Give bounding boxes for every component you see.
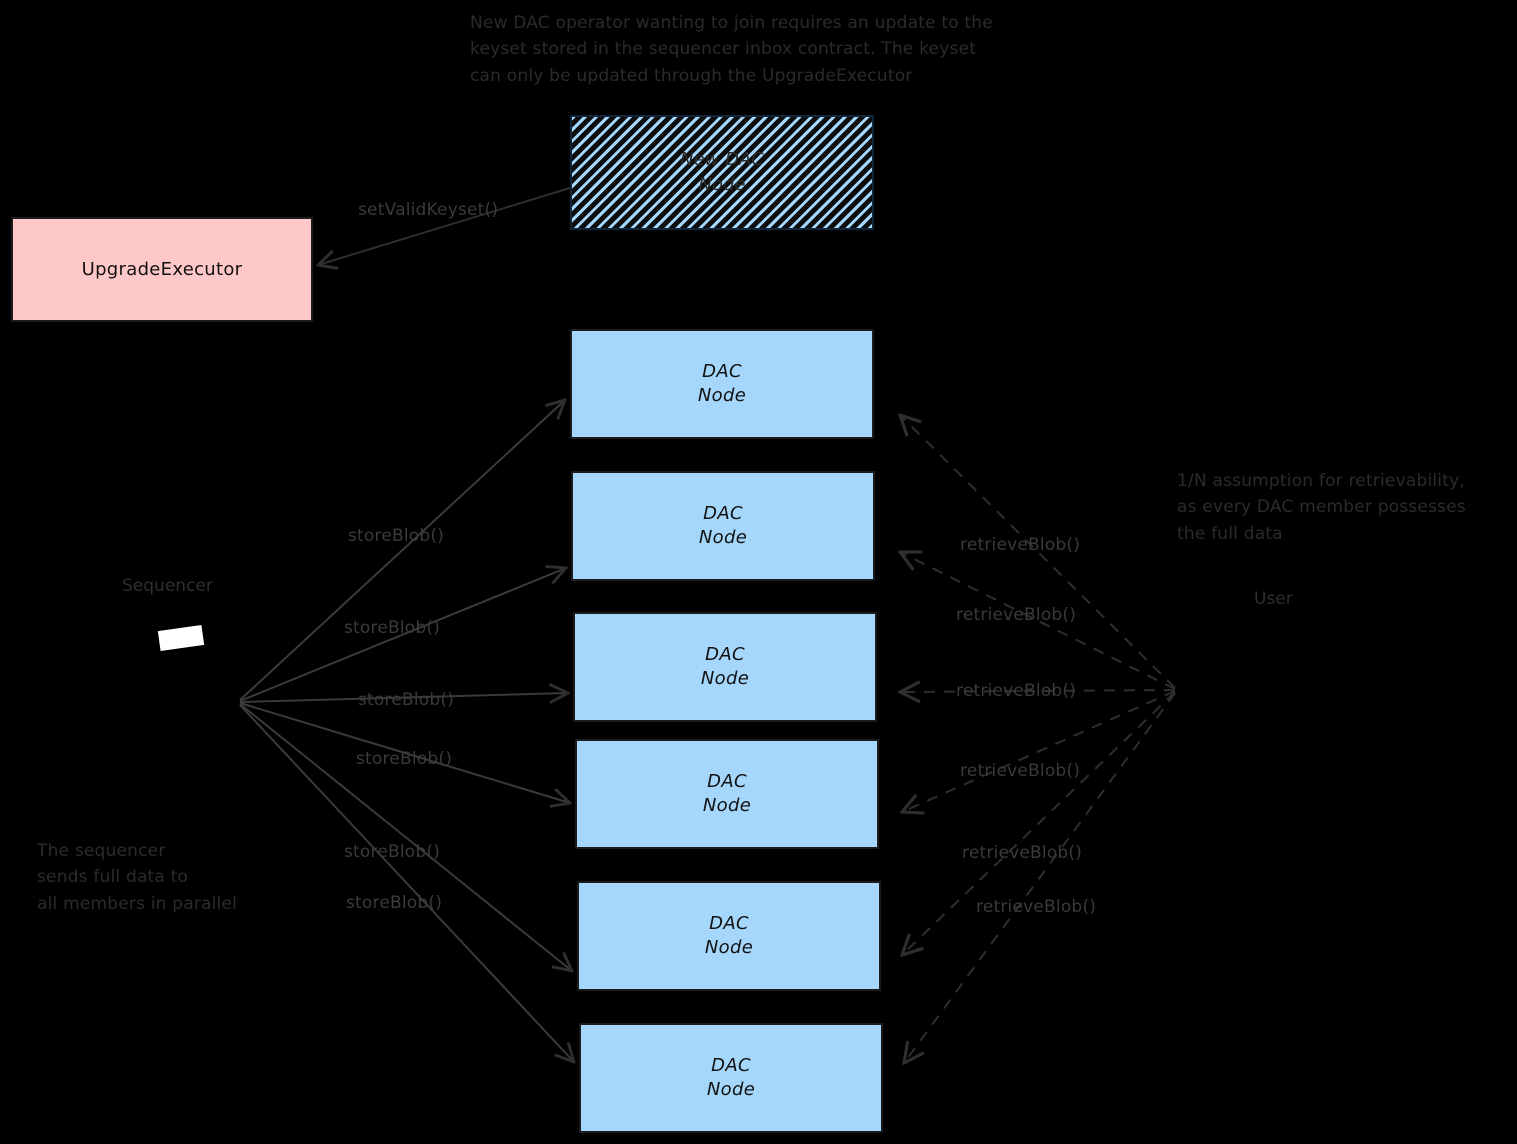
dac-node-label-3: DAC Node (700, 643, 750, 689)
edge-store-blob-group (239, 400, 574, 1062)
annotation-right-note: 1/N assumption for retrievability, as ev… (1177, 471, 1466, 544)
edge-label-set-valid-keyset: setValidKeyset() (358, 200, 499, 220)
annotation-top-note: New DAC operator wanting to join require… (470, 13, 993, 86)
dac-node-box-1[interactable]: DAC Node (570, 329, 874, 439)
edge-label-retrieve-blob-6: retrieveBlob() (976, 897, 1097, 917)
dac-node-label-2: DAC Node (698, 502, 748, 548)
edge-label-retrieve-blob-4: retrieveBlob() (960, 761, 1081, 781)
dac-node-box-4[interactable]: DAC Node (575, 739, 879, 849)
edge-retrieve-blob-group (900, 415, 1176, 1063)
edge-label-retrieve-blob-2: retrieveBlob() (956, 605, 1077, 625)
upgrade-executor-box[interactable]: UpgradeExecutor (11, 217, 313, 322)
edge-label-store-blob-6: storeBlob() (346, 893, 443, 913)
upgrade-executor-label: UpgradeExecutor (81, 259, 243, 280)
edge-label-store-blob-4: storeBlob() (356, 749, 453, 769)
user-label: User (1254, 589, 1293, 609)
edge-label-retrieve-blob-3: retrieveBlob() (956, 681, 1077, 701)
dac-node-box-5[interactable]: DAC Node (577, 881, 881, 991)
annotation-bottom-left-note: The sequencer sends full data to all mem… (37, 841, 238, 914)
edge-label-retrieve-blob-1: retrieveBlob() (960, 535, 1081, 555)
edge-set-valid-keyset (318, 187, 571, 265)
sequencer-label: Sequencer (122, 576, 213, 596)
dac-node-label-1: DAC Node (697, 360, 747, 406)
dac-node-box-3[interactable]: DAC Node (573, 612, 877, 722)
dac-node-label-4: DAC Node (702, 770, 752, 816)
new-dac-node-box[interactable]: New DAC Node (570, 115, 874, 230)
dac-node-box-2[interactable]: DAC Node (571, 471, 875, 581)
dac-node-label-6: DAC Node (706, 1054, 756, 1100)
dac-node-box-6[interactable]: DAC Node (579, 1023, 883, 1133)
edge-label-store-blob-3: storeBlob() (358, 690, 455, 710)
dac-node-label-5: DAC Node (704, 912, 754, 958)
new-dac-node-label: New DAC Node (680, 149, 764, 195)
edge-label-store-blob-2: storeBlob() (344, 618, 441, 638)
edge-label-store-blob-5: storeBlob() (344, 842, 441, 862)
edge-label-retrieve-blob-5: retrieveBlob() (962, 843, 1083, 863)
edge-label-store-blob-1: storeBlob() (348, 526, 445, 546)
